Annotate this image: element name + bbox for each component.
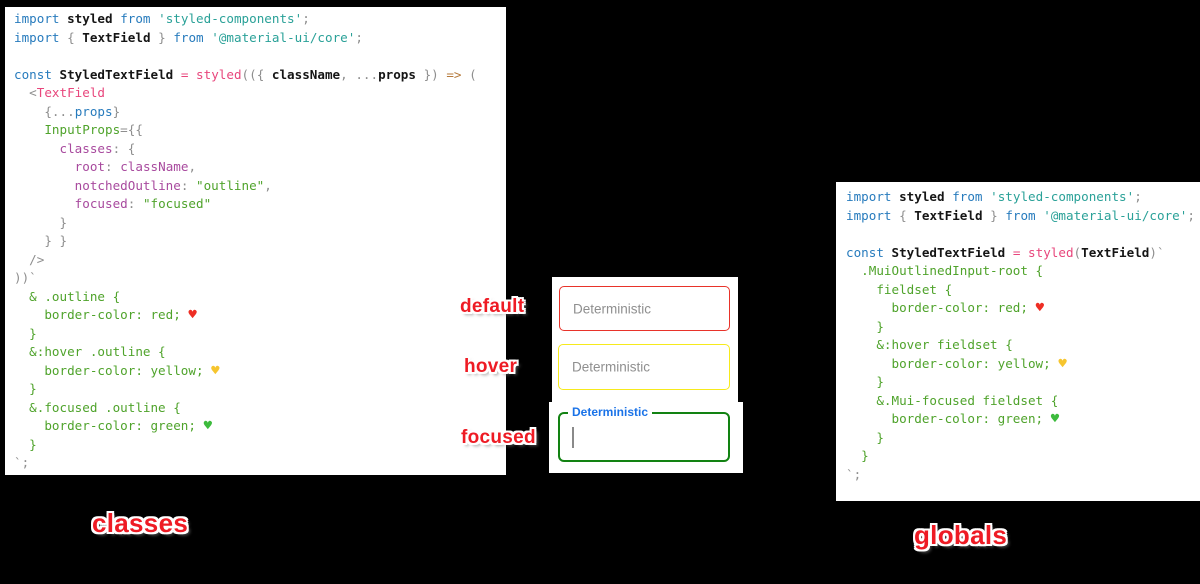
code-line: & .outline { <box>14 288 121 304</box>
textfield-default-placeholder: Deterministic <box>573 301 652 316</box>
code-line: border-color: red; ♥ <box>846 300 1044 316</box>
code-line: <TextField <box>29 85 106 100</box>
textfield-hover-placeholder: Deterministic <box>572 359 651 375</box>
textfield-focused[interactable]: Deterministic <box>558 405 730 462</box>
code-line: border-color: yellow; ♥ <box>14 362 220 379</box>
code-line <box>14 47 506 66</box>
code-line: } <box>14 381 37 396</box>
code-line: border-color: yellow; ♥ <box>846 355 1067 372</box>
code-line: } <box>14 436 37 452</box>
textfield-default[interactable]: Deterministic <box>559 286 730 331</box>
right-panel-title: globals <box>914 520 1008 550</box>
code-line <box>846 225 1200 244</box>
code-line: root: className, <box>74 159 197 174</box>
code-line: border-color: green; ♥ <box>846 411 1060 427</box>
code-line: /> <box>29 251 45 267</box>
code-line: &.Mui-focused fieldset { <box>846 392 1059 408</box>
code-line: `; <box>14 455 30 470</box>
code-line: border-color: red; ♥ <box>14 307 197 323</box>
code-line: } } <box>44 233 68 248</box>
code-line: } <box>14 325 37 341</box>
code-line: } <box>846 374 884 389</box>
code-line: InputProps={{ <box>44 122 143 137</box>
code-line: fieldset { <box>846 281 953 297</box>
code-line: ))` <box>14 270 37 285</box>
code-line: } <box>846 429 884 445</box>
code-line: border-color: green; ♥ <box>14 418 212 434</box>
code-line: &.focused .outline { <box>14 399 181 415</box>
left-code-panel: import styled from 'styled-components'; i… <box>5 7 506 475</box>
state-label-hover: hover <box>464 356 518 377</box>
code-line: import { TextField } from '@material-ui/… <box>846 207 1195 223</box>
code-line: {...props} <box>44 103 121 119</box>
code-line: } <box>846 448 869 463</box>
code-line: &:hover fieldset { <box>846 337 1013 352</box>
left-panel-title: classes <box>92 508 189 538</box>
code-line: import styled from 'styled-components'; <box>14 11 310 26</box>
textfield-hover[interactable]: Deterministic <box>558 344 730 390</box>
state-label-default: default <box>460 296 525 317</box>
code-line: const StyledTextField = styled(TextField… <box>846 244 1165 260</box>
right-code-panel: import styled from 'styled-components'; i… <box>836 182 1200 501</box>
code-line: import { TextField } from '@material-ui/… <box>14 29 363 45</box>
state-label-focused: focused <box>461 427 536 448</box>
code-line: } <box>846 318 884 334</box>
text-cursor <box>572 427 574 448</box>
textfield-focused-floating-label: Deterministic <box>568 405 653 419</box>
code-line: notchedOutline: "outline", <box>74 177 272 193</box>
code-line: classes: { <box>59 140 136 156</box>
code-line: } <box>59 214 68 230</box>
code-line: .MuiOutlinedInput-root { <box>846 263 1044 278</box>
code-line: &:hover .outline { <box>14 344 166 359</box>
code-line: `; <box>846 466 862 482</box>
code-line: focused: "focused" <box>74 196 212 211</box>
code-line: import styled from 'styled-components'; <box>846 189 1142 204</box>
code-line: const StyledTextField = styled(({ classN… <box>14 66 477 82</box>
